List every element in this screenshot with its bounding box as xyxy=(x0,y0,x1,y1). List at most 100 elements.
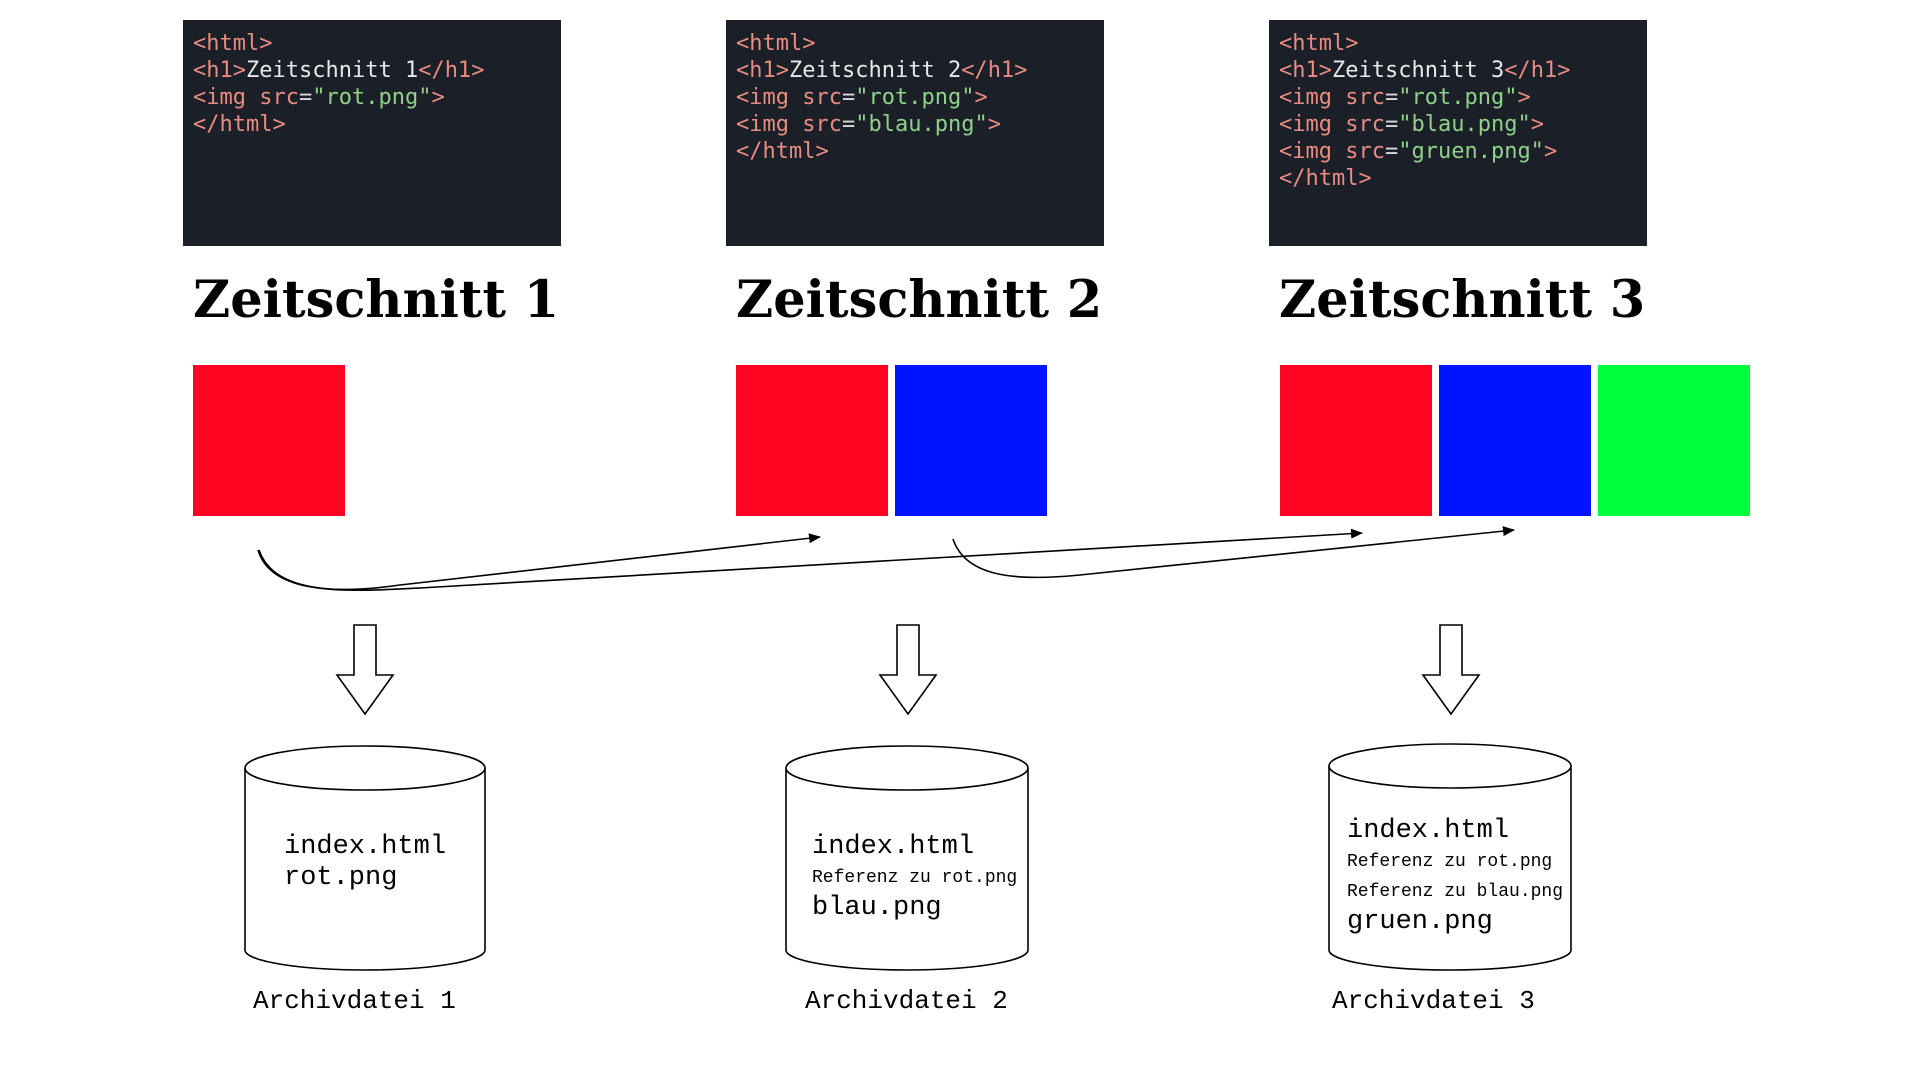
code-token: = xyxy=(1384,112,1399,137)
code-token: < xyxy=(736,31,750,56)
archived-file: gruen.png xyxy=(1347,907,1493,937)
red-image xyxy=(1280,365,1432,516)
code-line: <h1>Zeitschnitt 3</h1> xyxy=(1279,57,1637,84)
code-token: < xyxy=(736,85,750,110)
code-line: <h1>Zeitschnitt 1</h1> xyxy=(193,57,551,84)
red-image xyxy=(193,365,345,516)
code-token: src xyxy=(802,112,842,137)
archived-file: index.html xyxy=(1347,816,1510,846)
code-token: > xyxy=(775,58,789,83)
code-token: > xyxy=(471,58,485,83)
archive-label-2: Archivdatei 2 xyxy=(805,986,1008,1016)
code-token: "gruen.png" xyxy=(1398,139,1544,164)
code-token: = xyxy=(1384,85,1399,110)
code-line: <html> xyxy=(1279,30,1637,57)
down-arrow-2 xyxy=(878,624,938,716)
code-token: html xyxy=(762,139,816,164)
code-line: </html> xyxy=(193,111,551,138)
snapshot-heading-1: Zeitschnitt 1 xyxy=(193,270,560,330)
code-token: < xyxy=(736,58,750,83)
code-token: Zeitschnitt 2 xyxy=(789,58,962,83)
snapshot-heading-2: Zeitschnitt 2 xyxy=(736,270,1103,330)
archived-file: index.html xyxy=(284,832,447,862)
code-token: > xyxy=(259,31,273,56)
code-line: <html> xyxy=(193,30,551,57)
code-line: <img src="gruen.png"> xyxy=(1279,138,1637,165)
code-token: h1 xyxy=(1530,58,1558,83)
code-line: <html> xyxy=(736,30,1094,57)
code-token: > xyxy=(272,112,286,137)
code-token: h1 xyxy=(444,58,472,83)
code-token: = xyxy=(841,112,856,137)
code-line: <img src="blau.png"> xyxy=(736,111,1094,138)
code-line: <img src="rot.png"> xyxy=(1279,84,1637,111)
code-token: Zeitschnitt 1 xyxy=(246,58,419,83)
code-line: <img src="rot.png"> xyxy=(193,84,551,111)
code-token: </ xyxy=(961,58,988,83)
down-arrow-3 xyxy=(1421,624,1481,716)
code-token: > xyxy=(1358,166,1372,191)
archived-file: blau.png xyxy=(812,893,942,923)
code-token: < xyxy=(1279,58,1293,83)
snapshot-heading-3: Zeitschnitt 3 xyxy=(1279,270,1646,330)
code-token: "rot.png" xyxy=(312,85,432,110)
code-token: img xyxy=(1292,112,1346,137)
code-token: < xyxy=(1279,139,1293,164)
code-line: </html> xyxy=(1279,165,1637,192)
archive-label-1: Archivdatei 1 xyxy=(253,986,456,1016)
code-token: > xyxy=(1517,85,1531,110)
code-token: > xyxy=(232,58,246,83)
code-token: img xyxy=(749,85,803,110)
green-image xyxy=(1598,365,1750,516)
code-token: < xyxy=(1279,112,1293,137)
code-token: = xyxy=(841,85,856,110)
code-token: h1 xyxy=(987,58,1015,83)
code-token: h1 xyxy=(749,58,776,83)
archive-label-3: Archivdatei 3 xyxy=(1332,986,1535,1016)
code-token: </ xyxy=(193,112,220,137)
code-token: html xyxy=(1305,166,1359,191)
code-token: </ xyxy=(736,139,763,164)
code-token: src xyxy=(1345,85,1385,110)
code-token: src xyxy=(1345,112,1385,137)
code-token: html xyxy=(219,112,273,137)
code-token: = xyxy=(298,85,313,110)
code-token: > xyxy=(815,139,829,164)
code-token: = xyxy=(1384,139,1399,164)
reference-arrow-rot-to-snapshot-2 xyxy=(257,533,821,591)
code-token: < xyxy=(193,85,207,110)
html-code-snippet-3: <html><h1>Zeitschnitt 3</h1><img src="ro… xyxy=(1269,20,1647,246)
file-reference: Referenz zu blau.png xyxy=(1347,882,1564,902)
code-token: "blau.png" xyxy=(1398,112,1531,137)
code-token: </ xyxy=(1279,166,1306,191)
code-token: < xyxy=(1279,85,1293,110)
code-token: src xyxy=(1345,139,1385,164)
code-token: > xyxy=(1014,58,1028,83)
code-token: > xyxy=(1543,139,1558,164)
code-line: <h1>Zeitschnitt 2</h1> xyxy=(736,57,1094,84)
html-code-snippet-1: <html><h1>Zeitschnitt 1</h1><img src="ro… xyxy=(183,20,561,246)
blue-image xyxy=(1439,365,1591,516)
down-arrow-1 xyxy=(335,624,395,716)
code-token: img xyxy=(749,112,803,137)
code-token: h1 xyxy=(1292,58,1319,83)
code-line: </html> xyxy=(736,138,1094,165)
file-reference: Referenz zu rot.png xyxy=(1347,852,1553,872)
archived-file: rot.png xyxy=(284,863,398,893)
code-token: < xyxy=(193,58,207,83)
code-line: <img src="rot.png"> xyxy=(736,84,1094,111)
reference-arrow-rot-to-snapshot-3 xyxy=(258,528,1363,592)
code-token: < xyxy=(193,31,207,56)
code-token: Zeitschnitt 3 xyxy=(1332,58,1505,83)
code-token: "rot.png" xyxy=(855,85,975,110)
html-code-snippet-2: <html><h1>Zeitschnitt 2</h1><img src="ro… xyxy=(726,20,1104,246)
code-token: "blau.png" xyxy=(855,112,988,137)
code-token: > xyxy=(431,85,445,110)
code-token: > xyxy=(974,85,988,110)
code-token: </ xyxy=(1504,58,1531,83)
code-token: src xyxy=(259,85,299,110)
code-token: src xyxy=(802,85,842,110)
code-token: img xyxy=(206,85,260,110)
code-line: <img src="blau.png"> xyxy=(1279,111,1637,138)
